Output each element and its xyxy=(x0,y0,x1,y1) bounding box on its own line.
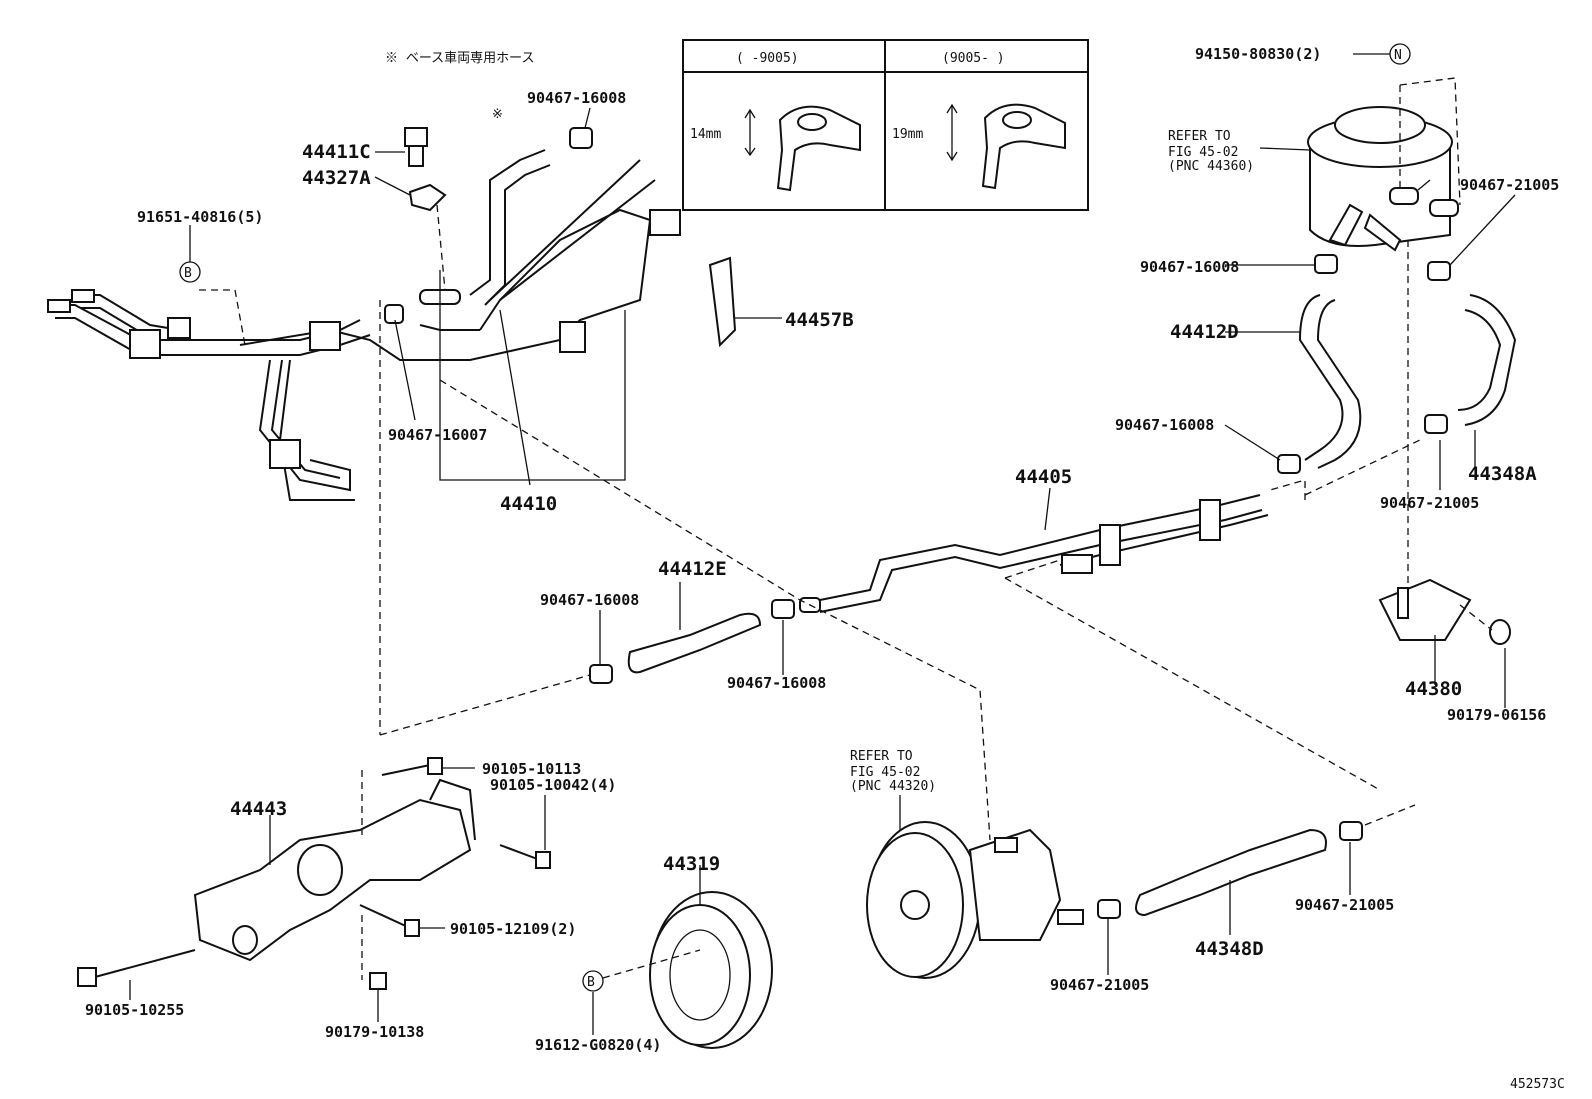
circle-b-text-left: B xyxy=(184,266,192,281)
inset-right-header: (9005- ) xyxy=(942,51,1005,66)
clip-90467-16008-l xyxy=(589,664,613,684)
clamp-44327A xyxy=(408,183,447,212)
circle-b-text-pulley: B xyxy=(587,975,595,990)
power-steering-pump-44320 xyxy=(866,821,1084,979)
label-91651-40816: 91651-40816(5) xyxy=(137,208,263,226)
label-90467-16008-top: 90467-16008 xyxy=(527,89,626,107)
clip-90467-21005-d xyxy=(1339,821,1363,841)
bolt-44411C xyxy=(404,127,428,167)
refer-reservoir-line2: FIG 45-02 xyxy=(1168,145,1238,160)
clip-90467-16007 xyxy=(384,304,404,324)
hose-44348D xyxy=(1135,828,1327,917)
bolt-90105-10042 xyxy=(499,844,551,869)
circle-n-text: N xyxy=(1394,48,1402,63)
bolt-90105-12109 xyxy=(359,904,420,937)
refer-reservoir-line3: (PNC 44360) xyxy=(1168,159,1254,174)
label-90105-12109: 90105-12109(2) xyxy=(450,920,576,938)
label-44380: 44380 xyxy=(1405,678,1462,700)
label-90179-06156: 90179-06156 xyxy=(1447,706,1546,724)
label-90105-10042: 90105-10042(4) xyxy=(490,776,616,794)
clip-90467-21005-b xyxy=(1424,414,1448,434)
label-44319: 44319 xyxy=(663,853,720,875)
inset-right-dim: 19mm xyxy=(892,127,923,142)
label-44412D: 44412D xyxy=(1170,321,1239,343)
label-90467-16008-l: 90467-16008 xyxy=(540,591,639,609)
clip-90467-21005-a xyxy=(1427,261,1451,281)
bracket-44457B xyxy=(708,256,737,348)
label-44411C: 44411C xyxy=(302,141,371,163)
label-90467-16008-m: 90467-16008 xyxy=(1115,416,1214,434)
label-90467-21005-d: 90467-21005 xyxy=(1295,896,1394,914)
bracket-44380 xyxy=(1378,578,1511,645)
illustration-code: 452573C xyxy=(1510,1077,1565,1092)
reservoir-44360 xyxy=(1307,106,1459,252)
label-91612-G0820: 91612-G0820(4) xyxy=(535,1036,661,1054)
bracket-44443 xyxy=(193,778,476,962)
clip-90467-16008-r xyxy=(1314,254,1338,274)
bolt-90105-10113 xyxy=(381,757,443,776)
label-90467-21005-b: 90467-21005 xyxy=(1380,494,1479,512)
label-44410: 44410 xyxy=(500,493,557,515)
clamp-position-inset: ( -9005) (9005- ) 14mm 19mm xyxy=(682,39,1089,211)
circle-b-marker-pulley xyxy=(582,970,604,992)
clip-90467-16008-m xyxy=(1277,454,1301,474)
clip-90467-21005-c xyxy=(1097,899,1121,919)
label-90467-16008-c: 90467-16008 xyxy=(727,674,826,692)
label-90179-10138: 90179-10138 xyxy=(325,1023,424,1041)
base-vehicle-hose-note: ※ ベース車両専用ホース xyxy=(385,51,535,66)
hose-44348A xyxy=(1464,294,1517,426)
refer-pump-line1: REFER TO xyxy=(850,749,913,764)
label-44348D: 44348D xyxy=(1195,938,1264,960)
nut-90179-10138 xyxy=(369,972,387,990)
note-mark: ※ xyxy=(492,107,503,122)
refer-reservoir-line1: REFER TO xyxy=(1168,129,1231,144)
pulley-44319 xyxy=(649,891,773,1049)
clip-90467-16008-c xyxy=(771,599,795,619)
hose-44412D xyxy=(1298,294,1344,461)
label-90467-21005-a: 90467-21005 xyxy=(1460,176,1559,194)
refer-pump-line2: FIG 45-02 xyxy=(850,765,920,780)
label-44443: 44443 xyxy=(230,798,287,820)
label-90467-16008-r: 90467-16008 xyxy=(1140,258,1239,276)
label-44457B: 44457B xyxy=(785,309,854,331)
label-44405: 44405 xyxy=(1015,466,1072,488)
label-90467-16007: 90467-16007 xyxy=(388,426,487,444)
refer-pump-line3: (PNC 44320) xyxy=(850,779,936,794)
label-44327A: 44327A xyxy=(302,167,371,189)
label-90105-10255: 90105-10255 xyxy=(85,1001,184,1019)
label-94150-80830: 94150-80830(2) xyxy=(1195,45,1321,63)
inset-left-header: ( -9005) xyxy=(736,51,799,66)
clip-90467-16008-top xyxy=(569,127,593,149)
label-44348A: 44348A xyxy=(1468,463,1537,485)
pressure-tube-44405 xyxy=(819,494,1269,613)
label-90467-21005-c: 90467-21005 xyxy=(1050,976,1149,994)
bolt-90105-10255 xyxy=(77,949,196,987)
label-90105-10113: 90105-10113 xyxy=(482,760,581,778)
label-44412E: 44412E xyxy=(658,558,727,580)
hose-44412E xyxy=(627,612,762,674)
hose-base-vehicle xyxy=(469,149,546,296)
inset-left-dim: 14mm xyxy=(690,127,721,142)
